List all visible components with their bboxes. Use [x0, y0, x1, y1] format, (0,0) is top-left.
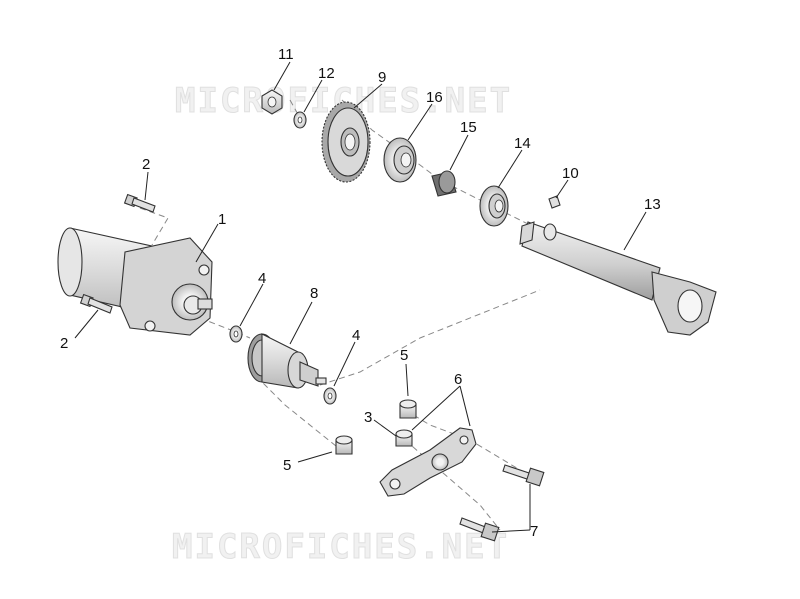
callout-9: 9: [378, 69, 386, 86]
ball-bearing-small: [479, 185, 509, 227]
callout-2-lower: 2: [60, 335, 68, 352]
watermark-bottom: MICROFICHES.NET: [172, 527, 509, 567]
callout-labels: 1 2 2 3 4 4 5 5 6 7 8 9 10 11 12 13 14 1…: [60, 46, 661, 540]
ball-bearing-large: [383, 137, 417, 183]
leader-lines: [74, 61, 647, 533]
flat-washer: [293, 111, 307, 129]
starter-drive-gear: [247, 333, 327, 389]
callout-16: 16: [426, 89, 443, 106]
callout-5-lower: 5: [283, 457, 291, 474]
idler-gear: [321, 101, 371, 183]
callout-8: 8: [310, 285, 318, 302]
callout-15: 15: [460, 119, 477, 136]
needle-roller-bearing: [431, 170, 457, 197]
starter-support-bracket: [379, 427, 477, 497]
callout-4-upper: 4: [258, 270, 266, 287]
hex-nut: [261, 89, 283, 115]
callout-14: 14: [514, 135, 531, 152]
starter-bolt-upper: [123, 193, 156, 213]
dowel-bushing-upper: [399, 399, 417, 419]
washer-upper: [229, 325, 243, 343]
callout-12: 12: [318, 65, 335, 82]
callout-5-upper: 5: [400, 347, 408, 364]
key-pin: [548, 195, 561, 209]
callout-2-upper: 2: [142, 156, 150, 173]
dowel-bushing-small: [395, 429, 413, 447]
callout-1: 1: [218, 211, 226, 228]
callout-6: 6: [454, 371, 462, 388]
bracket-screw-lower: [459, 517, 500, 542]
callout-3: 3: [364, 409, 372, 426]
callout-10: 10: [562, 165, 579, 182]
starter-bolt-lower: [79, 293, 113, 314]
bracket-screw-upper: [502, 464, 545, 487]
drive-shaft: [519, 221, 717, 336]
callout-11: 11: [278, 46, 294, 63]
callout-7: 7: [530, 523, 538, 540]
starter-motor: [57, 227, 213, 336]
dowel-bushing-lower: [335, 435, 353, 455]
callout-13: 13: [644, 196, 661, 213]
washer-lower: [323, 387, 337, 405]
callout-4-lower: 4: [352, 327, 360, 344]
